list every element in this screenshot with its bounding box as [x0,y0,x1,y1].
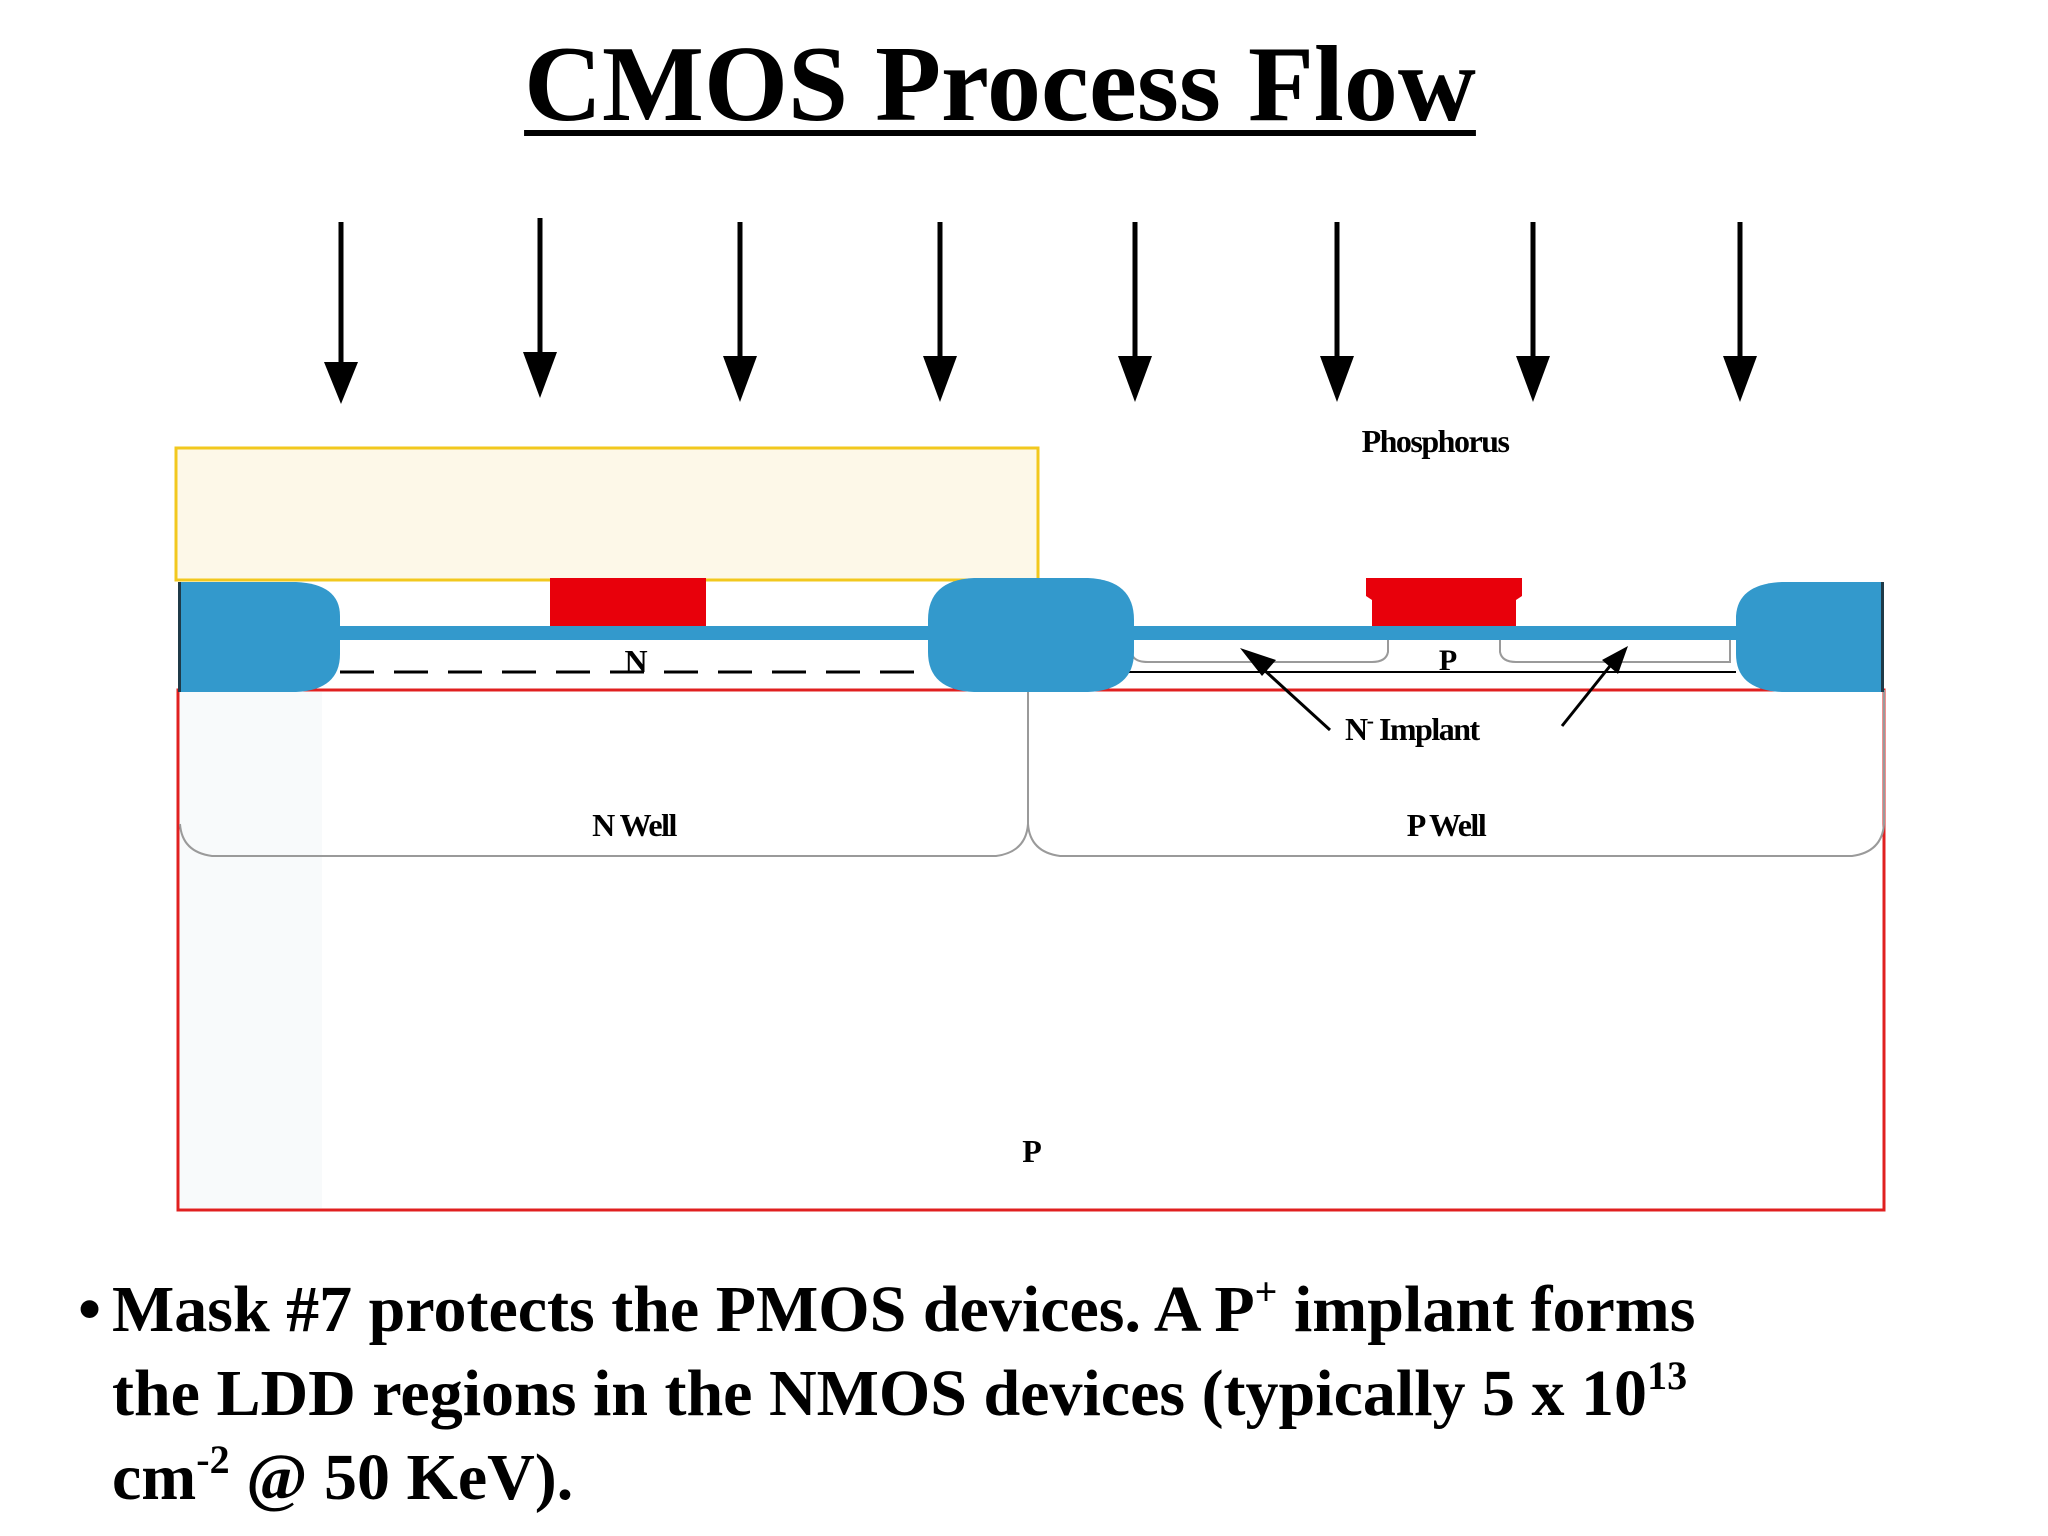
n-minus-implant-label: N- Implant [1345,708,1481,747]
implant-arrows [324,218,1757,404]
n-minus-implant-annotation: N- Implant [1240,646,1628,747]
implant-arrow [723,222,757,402]
field-oxide-left-edge [178,582,181,692]
implant-species-label: Phosphorus [1362,423,1510,459]
nmos-poly-gate [1366,578,1522,626]
bullet-line-1-a: Mask #7 protects the PMOS devices. A P [112,1273,1255,1346]
unit-superscript: -2 [196,1437,230,1482]
field-oxide-right [1736,582,1884,692]
p-plus-superscript: + [1254,1269,1278,1314]
implant-suffix-text: Implant [1372,711,1480,747]
bullet-line-2: the LDD regions in the NMOS devices (typ… [78,1352,2018,1436]
field-oxide-right-edge [1881,582,1884,692]
field-oxide-left [178,582,340,692]
bullet-text-block: • Mask #7 protects the PMOS devices. A P… [78,1268,2018,1520]
bullet-line-1-b: implant forms [1277,1273,1696,1346]
pmos-channel-label: N [624,643,647,679]
bullet-line-3-a: cm [112,1441,197,1514]
n-well-label: N Well [592,807,677,843]
implant-arrow [1516,222,1550,402]
bullet-line-3-b: @ 50 KeV). [229,1441,574,1514]
exponent-superscript: 13 [1647,1353,1688,1398]
p-well-outline [1027,690,1885,857]
nmos-channel-label: P [1439,644,1457,677]
annotation-arrow-right-shaft [1560,665,1612,727]
ldd-region-right [1499,640,1731,663]
bullet-line-2-a: the LDD regions in the NMOS devices (typ… [112,1357,1648,1430]
implant-arrow [923,222,957,402]
implant-arrow [523,218,557,398]
photoresist-mask [174,446,1040,582]
pmos-poly-gate [550,578,706,626]
implant-arrow [1320,222,1354,402]
p-well-label: P Well [1407,807,1487,843]
bullet-line-1: Mask #7 protects the PMOS devices. A P+ … [78,1268,2018,1352]
bullet-line-3: cm-2 @ 50 KeV). [78,1436,2018,1520]
annotation-arrow-left-head [1240,648,1276,676]
annotation-arrow-left-shaft [1260,666,1332,732]
cmos-cross-section-diagram: Phosphorus N P N- Implant [174,218,1886,1212]
implant-arrow [1723,222,1757,402]
p-substrate [176,688,1886,1212]
implant-arrow [1118,222,1152,402]
annotation-arrow-right-head [1602,646,1628,674]
bullet-point: • [78,1273,102,1346]
substrate-left-shade [180,692,322,1208]
field-oxide-middle [928,578,1134,692]
page-title-text: CMOS Process Flow [524,25,1476,144]
page-title: CMOS Process Flow [0,20,2000,150]
implant-arrow [324,222,358,404]
substrate-label: P [1022,1133,1042,1169]
implant-sup-text: - [1367,708,1374,733]
n-well-outline [179,690,1029,857]
implant-base-text: N [1345,711,1368,747]
